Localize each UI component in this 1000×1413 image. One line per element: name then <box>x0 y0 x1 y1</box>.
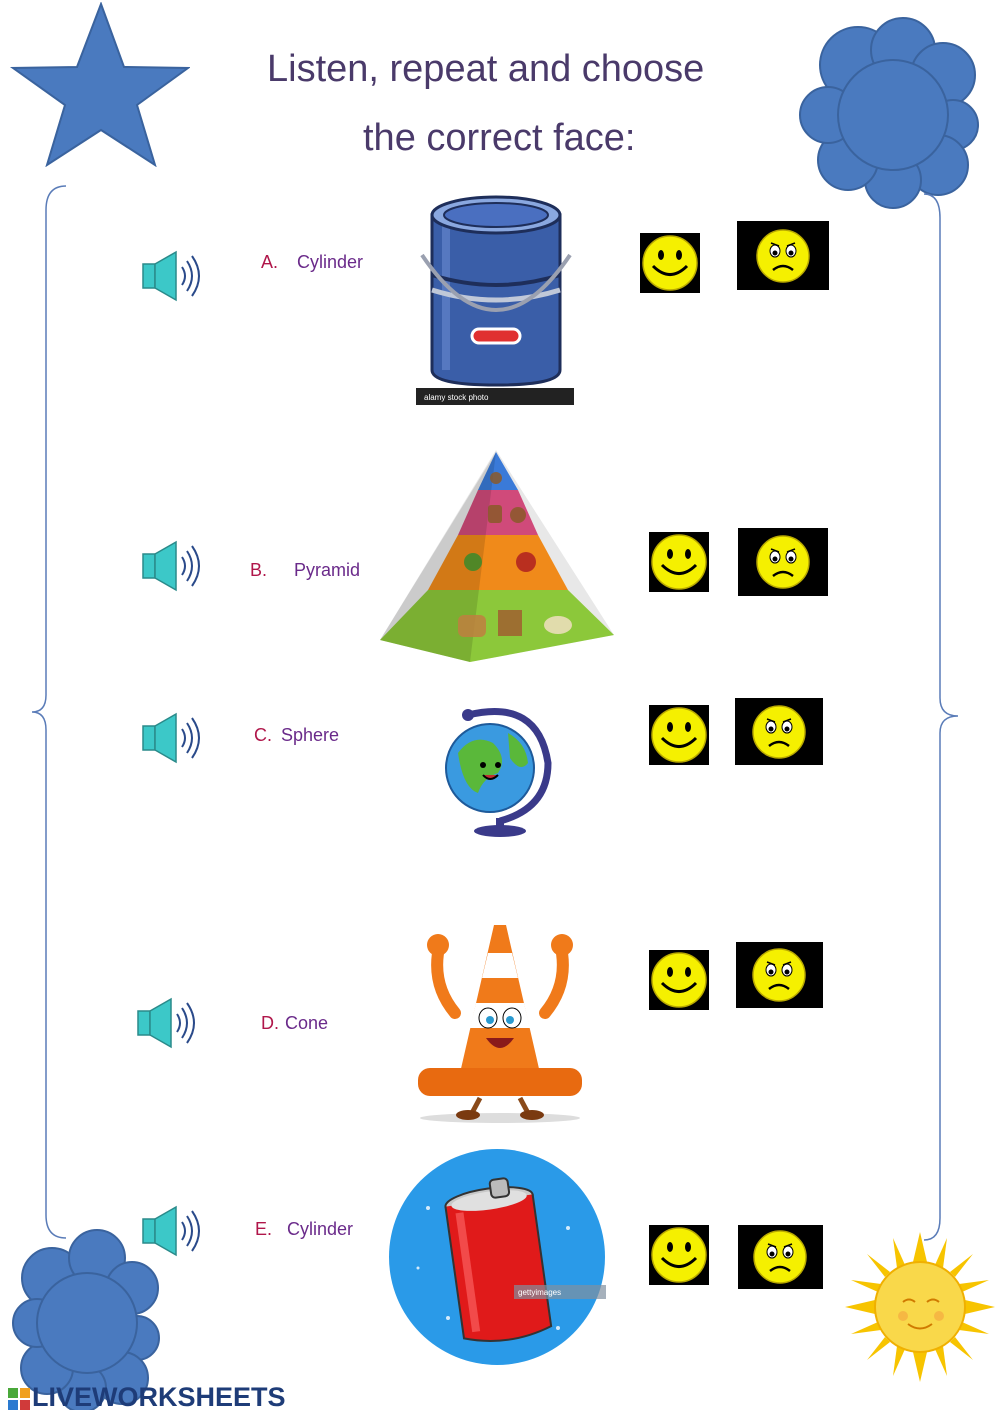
item-word: Sphere <box>281 725 340 745</box>
sad-face-icon[interactable] <box>737 221 829 290</box>
happy-face-icon[interactable] <box>649 532 709 592</box>
globe-image <box>445 708 552 837</box>
item-a-label: A. Cylinder <box>261 252 363 273</box>
speaker-icon[interactable] <box>140 250 202 302</box>
item-letter: D. <box>261 1013 279 1033</box>
speaker-icon[interactable] <box>140 712 202 764</box>
paint-bucket-image: alamy stock photo <box>416 185 574 405</box>
page-title-line2: the correct face: <box>363 117 636 159</box>
right-bracket <box>923 193 959 1241</box>
sun-icon <box>845 1232 995 1382</box>
speaker-icon[interactable] <box>140 1205 202 1257</box>
item-letter: C. <box>254 725 272 745</box>
happy-face-icon[interactable] <box>649 1225 709 1285</box>
logo-mark-icon <box>8 1387 30 1410</box>
item-e-label: E. Cylinder <box>255 1219 353 1240</box>
item-letter: A. <box>261 252 279 272</box>
item-word: Cone <box>285 1013 329 1033</box>
traffic-cone-image <box>418 925 582 1123</box>
item-word: Cylinder <box>287 1219 354 1239</box>
star-icon <box>9 2 190 167</box>
happy-face-icon[interactable] <box>649 950 709 1010</box>
happy-face-icon[interactable] <box>649 705 709 765</box>
page-title-line1: Listen, repeat and choose <box>267 48 705 90</box>
soda-can-image: gettyimages <box>389 1149 606 1365</box>
can-watermark: gettyimages <box>518 1288 561 1297</box>
sad-face-icon[interactable] <box>736 942 823 1008</box>
sad-face-icon[interactable] <box>738 528 828 596</box>
speaker-icon[interactable] <box>135 997 197 1049</box>
item-letter: E. <box>255 1219 273 1239</box>
item-word: Cylinder <box>297 252 364 272</box>
liveworksheets-logo: LIVEWORKSHEETS <box>8 1382 286 1413</box>
food-pyramid-image <box>380 450 614 662</box>
cloud-icon <box>12 1229 160 1410</box>
sad-face-icon[interactable] <box>738 1225 823 1289</box>
happy-face-icon[interactable] <box>640 233 700 293</box>
sad-face-icon[interactable] <box>735 698 823 765</box>
item-b-label: B. Pyramid <box>250 560 360 581</box>
logo-text: LIVEWORKSHEETS <box>32 1382 286 1412</box>
speaker-icon[interactable] <box>140 540 202 592</box>
item-letter: B. <box>250 560 268 580</box>
item-c-label: C. Sphere <box>254 725 339 746</box>
bucket-watermark: alamy stock photo <box>424 393 489 402</box>
item-d-label: D. Cone <box>261 1013 328 1034</box>
left-bracket <box>31 185 67 1239</box>
item-word: Pyramid <box>294 560 361 580</box>
cloud-icon <box>799 17 979 209</box>
